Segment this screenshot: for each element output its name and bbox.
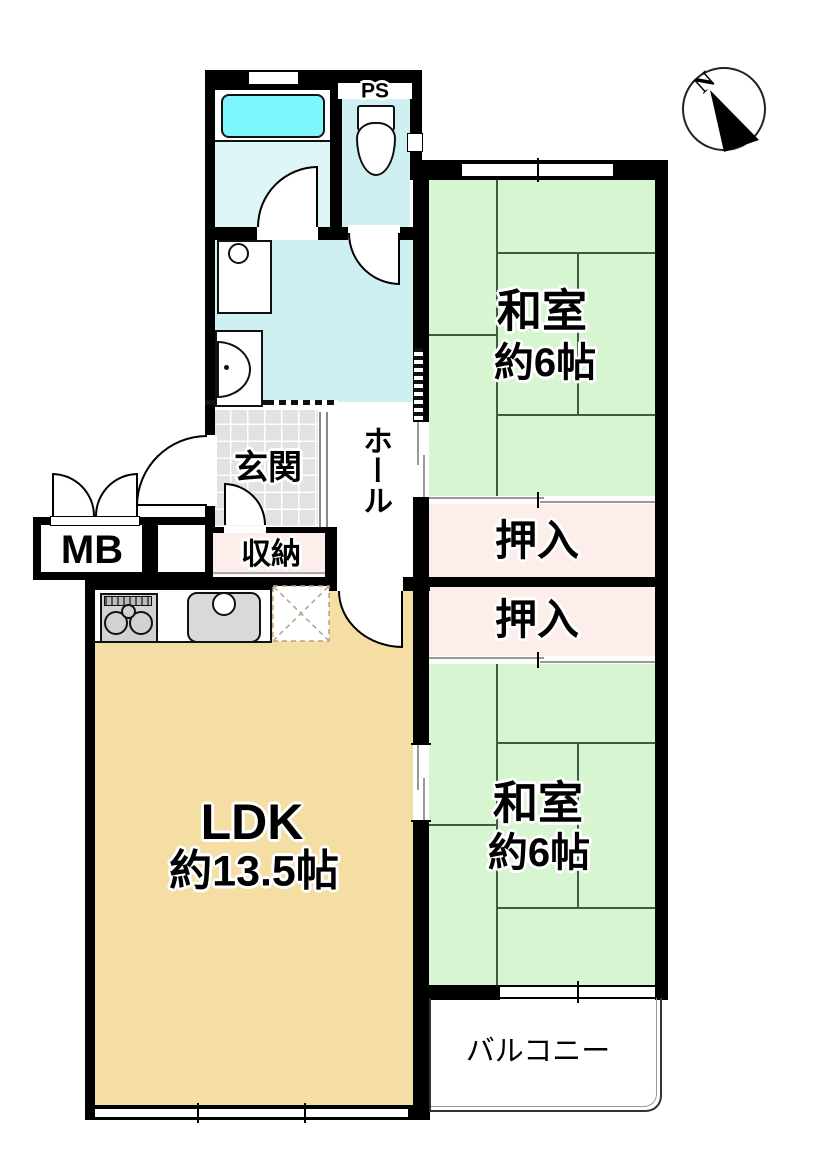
balcony-label: バルコニー [465, 1035, 611, 1068]
genkan-label: 玄関 [234, 449, 302, 487]
wall-hatch-strip [414, 348, 423, 420]
window-tick [577, 981, 579, 1003]
ldk-floor [95, 591, 413, 1105]
window-tick [197, 1103, 199, 1123]
bath-door-opening [257, 225, 318, 240]
sliding-door-line [423, 778, 425, 822]
ldk-name: LDK [200, 794, 304, 850]
wall-oshiire-divider [429, 577, 655, 587]
sliding-door-line [540, 501, 655, 503]
washitsu-bottom-size: 約6帖 [487, 831, 591, 875]
washitsu-bottom-name: 和室 [492, 777, 584, 829]
washitsu-top-floor [429, 180, 655, 496]
ldk-window [95, 1107, 408, 1119]
tatami-line [496, 664, 498, 985]
balcony [429, 998, 662, 1112]
toilet-niche [407, 133, 423, 152]
wall-washitsu-bottom [413, 985, 500, 1000]
balcony-railing-inner [431, 998, 657, 1107]
entrance-door [136, 435, 207, 506]
ps-panel [338, 83, 412, 99]
washitsu-top-size: 約6帖 [493, 341, 597, 385]
storage-room [213, 533, 325, 575]
meter-box-2 [158, 525, 205, 572]
sliding-door-line [429, 657, 544, 659]
sliding-door-line [429, 497, 544, 499]
tatami-line [497, 742, 655, 744]
wall-storage-hall [325, 527, 337, 590]
sliding-door-line [540, 661, 655, 663]
tatami-line [497, 907, 655, 909]
mb-door-sill [50, 516, 140, 526]
sliding-door-line [423, 455, 425, 497]
oshiire-bottom-sliding-door [429, 656, 655, 664]
wall-central [413, 160, 429, 1120]
wall-ps-right [410, 70, 422, 180]
fridge-space [272, 585, 330, 642]
tatami-line [497, 252, 655, 254]
tatami-line [496, 180, 498, 496]
sliding-door-tick [411, 820, 431, 822]
wall-ldk-left [85, 577, 95, 1120]
hall-label: ホール [358, 425, 391, 515]
washitsu-top-name: 和室 [496, 285, 588, 337]
tatami-line [429, 824, 497, 826]
tatami-line [429, 334, 497, 336]
vanity-faucet-dot [224, 365, 229, 370]
ldk-door-opening [337, 577, 403, 591]
wall-bath-ps-divider [330, 70, 342, 230]
washing-machine-faucet [228, 243, 249, 264]
washroom-hall-dashed-divider [267, 400, 338, 405]
oshiire-bottom-label: 押入 [494, 596, 580, 643]
meter-box [41, 525, 142, 572]
ps-label: PS [360, 79, 390, 103]
genkan-step-line [326, 412, 328, 527]
wall-corner-post [655, 985, 668, 1000]
wall-right-outer [655, 160, 668, 1000]
ldk-size: 約13.5帖 [169, 847, 339, 896]
mb-label: MB [60, 528, 124, 572]
oshiire-top-floor [429, 504, 655, 577]
stove-knob [121, 604, 136, 619]
sliding-door-ldk-washitsu [413, 745, 429, 822]
sliding-door-line [417, 422, 419, 465]
sink-faucet [212, 592, 236, 616]
tatami-line [577, 252, 579, 416]
wall-genkan-bottom [205, 527, 337, 533]
wall-left-upper [205, 70, 215, 530]
sliding-door-tick [537, 492, 539, 508]
window-tick [537, 158, 539, 182]
storage-door-track [213, 572, 325, 574]
tatami-line [577, 742, 579, 909]
sliding-door-tick [411, 743, 431, 745]
oshiire-top-sliding-door [429, 496, 655, 504]
compass: N [682, 67, 766, 152]
tatami-line [497, 414, 655, 416]
oshiire-bottom-floor [429, 587, 655, 656]
storage-label: 収納 [241, 538, 301, 571]
bathroom-window [248, 71, 299, 85]
genkan-step-line [319, 412, 321, 527]
sliding-door-tick [537, 652, 539, 668]
oshiire-top-label: 押入 [494, 517, 580, 564]
north-needle-icon [710, 90, 759, 152]
bathtub [221, 94, 325, 138]
sliding-door-line [417, 745, 419, 790]
mb-door-right [95, 473, 138, 516]
stove-burner [104, 611, 128, 635]
mb-door-left [52, 473, 95, 516]
sliding-door-hall-washitsu [413, 422, 429, 497]
stove-burner [129, 611, 153, 635]
window-tick [304, 1103, 306, 1123]
storage-door-opening [224, 527, 266, 533]
